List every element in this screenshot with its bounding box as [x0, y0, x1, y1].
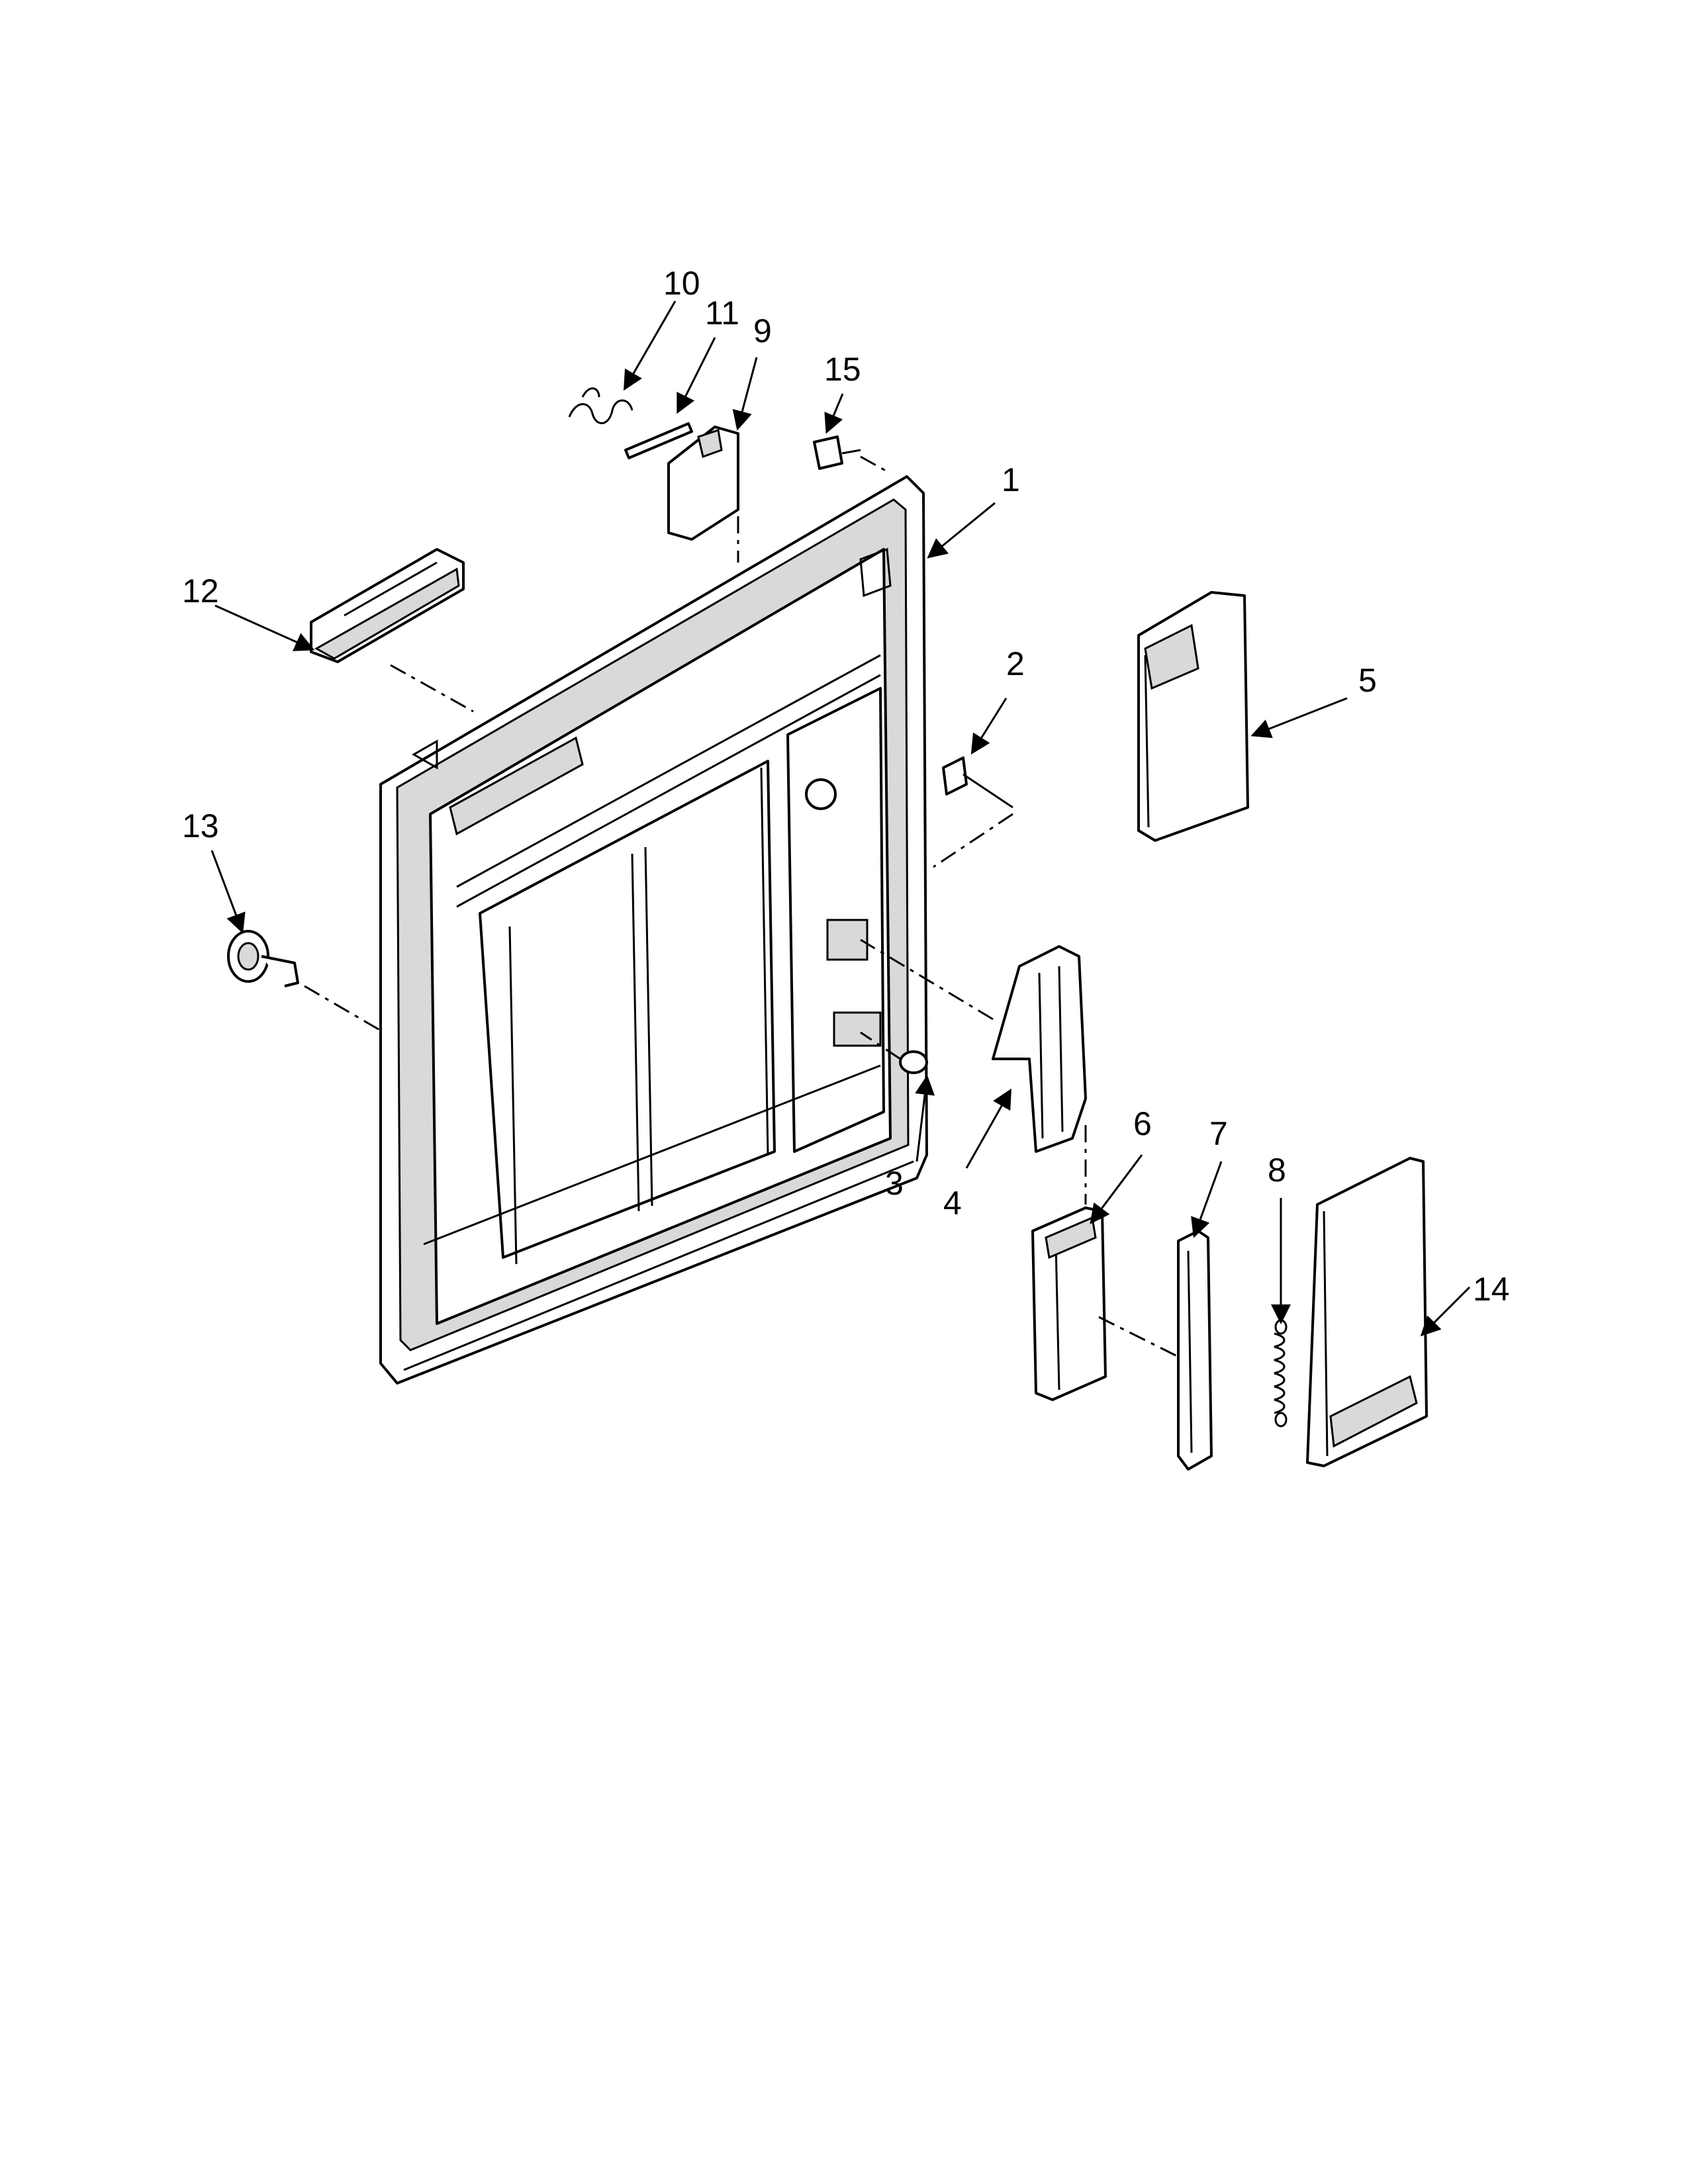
- part-12-handle: [310, 548, 474, 713]
- callout-7: 7: [1209, 1115, 1228, 1152]
- callout-2: 2: [1006, 645, 1025, 682]
- part-14-panel: [1306, 1157, 1428, 1467]
- callout-4: 4: [943, 1185, 962, 1222]
- callout-12: 12: [182, 572, 219, 610]
- part-15-screw: [813, 435, 891, 475]
- part-8-spring: [1274, 1319, 1288, 1428]
- part-6-bracket: [1031, 1125, 1179, 1401]
- callout-13: 13: [182, 807, 219, 844]
- part-3-nut: [860, 1031, 928, 1074]
- callout-8: 8: [1268, 1152, 1286, 1189]
- callout-6: 6: [1133, 1105, 1152, 1142]
- callout-labels: 1 2 3 4 5 6 7 8 9 10 11 12 13 14 15: [182, 265, 1510, 1308]
- callout-3: 3: [885, 1165, 904, 1202]
- callout-11: 11: [705, 295, 739, 332]
- callout-1: 1: [1002, 461, 1020, 498]
- part-5-housing: [1137, 591, 1249, 842]
- part-10-spring: [568, 387, 633, 424]
- part-2-latch: [933, 756, 1013, 868]
- callout-5: 5: [1358, 662, 1377, 699]
- callout-9: 9: [753, 312, 772, 349]
- part-7-slide: [1177, 1230, 1213, 1471]
- part-9-cover: [667, 426, 739, 563]
- part-11-rod: [624, 422, 693, 459]
- part-4-bracket: [860, 938, 1087, 1153]
- part-13-knob: [227, 930, 385, 1034]
- callout-14: 14: [1473, 1271, 1510, 1308]
- inner-door-panel: [379, 475, 928, 1385]
- callout-10: 10: [663, 265, 700, 302]
- leader-lines: [211, 300, 1471, 1337]
- callout-15: 15: [824, 351, 861, 388]
